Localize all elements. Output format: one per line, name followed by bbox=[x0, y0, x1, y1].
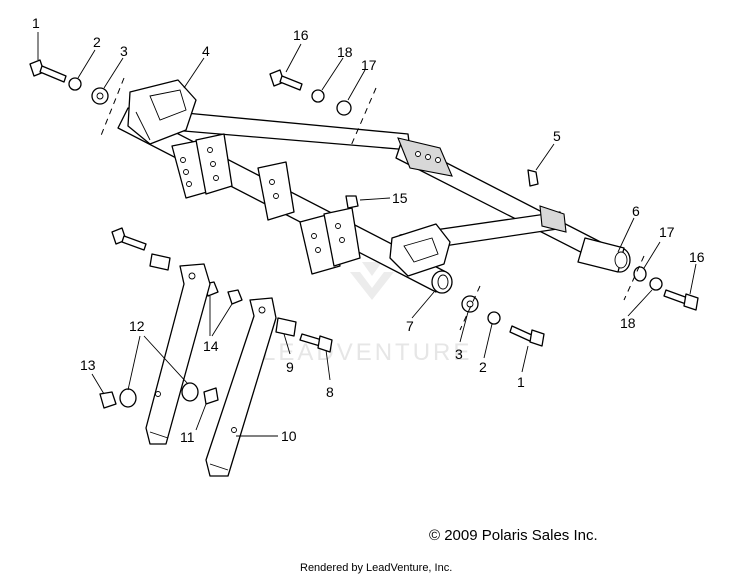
callout-8: 8 bbox=[326, 384, 334, 400]
callout-10: 10 bbox=[281, 428, 297, 444]
bolt-16-right bbox=[663, 289, 699, 311]
callout-1-top: 1 bbox=[32, 15, 40, 31]
bolt-16-top bbox=[269, 69, 303, 91]
callout-3-top: 3 bbox=[120, 43, 128, 59]
bolt-8 bbox=[299, 333, 333, 353]
callout-9: 9 bbox=[286, 359, 294, 375]
callout-2-bottom: 2 bbox=[479, 359, 487, 375]
callout-16-top: 16 bbox=[293, 27, 309, 43]
washer-2-bottom bbox=[487, 311, 501, 325]
fitting-15 bbox=[345, 195, 359, 209]
a-frame-assembly bbox=[117, 79, 631, 294]
washer-17-top bbox=[336, 100, 352, 116]
callout-7: 7 bbox=[406, 318, 414, 334]
nut-13 bbox=[99, 391, 117, 409]
callout-11: 11 bbox=[180, 429, 195, 445]
callout-6: 6 bbox=[632, 203, 640, 219]
bolt-1-bottom bbox=[509, 325, 545, 347]
callout-5: 5 bbox=[553, 128, 561, 144]
callout-1-bottom: 1 bbox=[517, 374, 525, 390]
rendered-by-credit: Rendered by LeadVenture, Inc. bbox=[300, 562, 453, 574]
washer-17-right bbox=[633, 266, 647, 282]
washer-12-a bbox=[119, 388, 137, 408]
callout-16-right: 16 bbox=[689, 249, 705, 265]
leader-lines bbox=[37, 32, 697, 437]
bolt-1-top bbox=[29, 59, 67, 83]
nut-14-b bbox=[227, 289, 243, 305]
callout-13: 13 bbox=[80, 357, 96, 373]
bushing-left bbox=[149, 253, 171, 271]
link-plate-right bbox=[205, 297, 277, 477]
callout-17-top: 17 bbox=[361, 57, 377, 73]
watermark-logo bbox=[350, 262, 394, 300]
link-plate-left bbox=[145, 263, 211, 445]
grease-fitting-5 bbox=[527, 169, 539, 187]
callout-3-bottom: 3 bbox=[455, 346, 463, 362]
washer-2-top bbox=[68, 77, 82, 91]
copyright-notice: © 2009 Polaris Sales Inc. bbox=[429, 527, 598, 544]
callout-12: 12 bbox=[129, 318, 145, 334]
callout-14: 14 bbox=[203, 338, 219, 354]
callout-18-top: 18 bbox=[337, 44, 353, 60]
watermark-text: LEADVENTURE bbox=[262, 339, 472, 366]
washer-12-b bbox=[181, 382, 199, 402]
washer-18-right bbox=[649, 277, 663, 291]
callout-2-top: 2 bbox=[93, 34, 101, 50]
callout-18-right: 18 bbox=[620, 315, 636, 331]
callout-4: 4 bbox=[202, 43, 210, 59]
bolt-11 bbox=[203, 387, 219, 405]
callout-17-right: 17 bbox=[659, 224, 675, 240]
bolt-left-lower bbox=[111, 227, 147, 251]
washer-18-top bbox=[311, 89, 325, 103]
bushing-9 bbox=[275, 317, 297, 337]
callout-15: 15 bbox=[392, 190, 408, 206]
